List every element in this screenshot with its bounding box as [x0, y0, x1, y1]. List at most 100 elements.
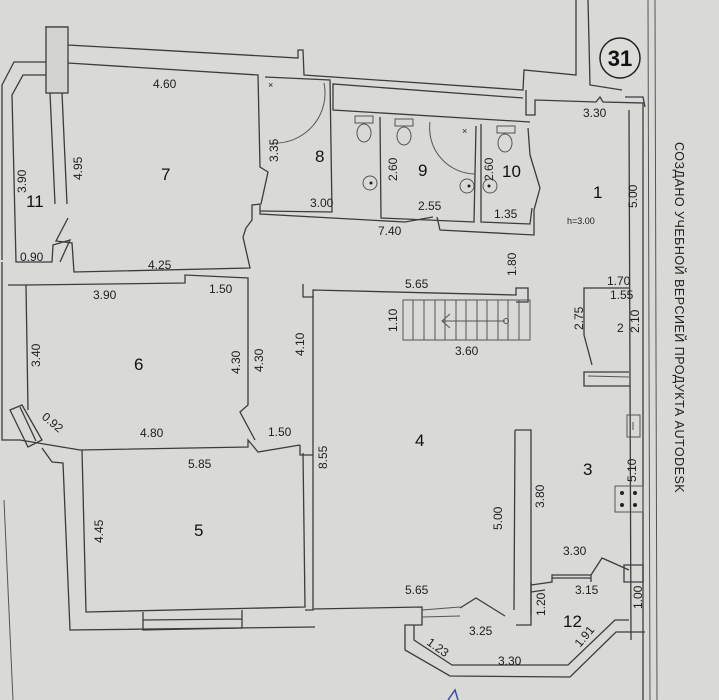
dim-r10-left: 2.60 [482, 157, 496, 181]
sink-icon [459, 178, 475, 194]
washing-machine-icon [626, 414, 641, 438]
dim-r11-bottom: 0.90 [20, 250, 44, 264]
door-leaf [530, 557, 630, 615]
dim-r2-top-outer: 1.70 [607, 274, 631, 288]
stove-icon [614, 485, 644, 513]
dim-r2-top-inner: 1.55 [610, 288, 634, 302]
room-label-12: 12 [563, 612, 582, 631]
dim-r6-right-outer: 4.30 [252, 348, 266, 372]
exterior-wall-right [525, 90, 644, 700]
apartment-number-badge: 31 [599, 37, 641, 79]
toilet-icon [496, 125, 516, 153]
dim-stair-width: 1.10 [386, 308, 400, 332]
dim-r4-left: 8.55 [316, 445, 330, 469]
window [530, 574, 592, 586]
dim-r3-left: 3.80 [533, 484, 547, 508]
window [421, 606, 461, 618]
apartment-number: 31 [608, 46, 632, 71]
dim-r3-bottom: 3.30 [563, 544, 587, 558]
dim-r7-top: 4.60 [153, 77, 177, 91]
frame-line [3, 499, 14, 700]
column-wall [45, 26, 69, 94]
wall-segment [625, 96, 646, 108]
dim-r1-left: 1.80 [505, 252, 519, 276]
door-swing [271, 82, 326, 144]
room-label-5: 5 [194, 521, 203, 540]
door-leaf [583, 334, 593, 366]
wall-segment [530, 589, 546, 593]
toilet-icon [394, 118, 414, 146]
dim-r6-top: 3.90 [93, 288, 117, 302]
room-7-outline [54, 62, 269, 273]
room-label-6: 6 [134, 355, 143, 374]
window [142, 610, 243, 631]
inner-wall-right [628, 109, 632, 641]
dim-r8-bottom: 3.00 [310, 196, 334, 210]
room-label-7: 7 [161, 165, 170, 184]
room-2-outline [583, 287, 630, 387]
balcony-inner [413, 619, 629, 666]
dim-r2-right: 2.10 [628, 309, 642, 333]
dim-r9-bottom: 2.55 [418, 199, 442, 213]
dim-r12-bottom: 3.30 [498, 654, 522, 668]
dim-r10-bottom: 1.35 [494, 207, 518, 221]
watermark-text: СОЗДАНО УЧЕБНОЙ ВЕРСИЕЙ ПРОДУКТА AUTODES… [672, 142, 687, 493]
sink-icon [482, 178, 498, 194]
dim-r5-left: 4.45 [92, 519, 106, 543]
partition-wall [513, 429, 532, 626]
dim-r12-top: 3.15 [575, 583, 599, 597]
dim-r12-left: 1.20 [534, 592, 548, 616]
dim-corridor: 7.40 [378, 224, 402, 238]
room-label-2: 2 [617, 321, 624, 335]
staircase [302, 284, 531, 341]
dim-r11-left: 3.90 [15, 169, 29, 193]
frame-line [654, 0, 658, 700]
frame-line [647, 0, 651, 700]
dim-r4-left-top: 4.10 [293, 332, 307, 356]
dim-r3-right: 5.10 [625, 458, 639, 482]
room-4-left-wall [299, 296, 314, 611]
wall-segment [49, 92, 68, 205]
room-label-1: 1 [593, 183, 602, 202]
room-label-3: 3 [583, 460, 592, 479]
room-6-outline [1, 262, 301, 453]
ceiling-height: h=3.00 [567, 216, 595, 226]
room-label-9: 9 [418, 161, 427, 180]
dim-r9-left: 2.60 [386, 157, 400, 181]
dim-r12-right: 1.00 [631, 585, 645, 609]
room-label-10: 10 [502, 162, 521, 181]
column-wall [623, 564, 644, 583]
dim-r1-top: 3.30 [583, 106, 607, 120]
room-label-4: 4 [415, 431, 424, 450]
door-leaf [459, 597, 506, 617]
door-leaf [529, 154, 541, 189]
dim-r5-top: 5.85 [188, 457, 212, 471]
toilet-icon [354, 115, 374, 143]
dim-r12-door: 3.25 [469, 624, 493, 638]
dim-r1-right: 5.00 [626, 184, 640, 208]
room-label-11: 11 [26, 192, 44, 211]
wall-segment [587, 375, 630, 378]
room-label-8: 8 [315, 147, 324, 166]
mark-x: × [462, 126, 467, 136]
mark-x: × [268, 80, 273, 90]
dim-r4-bottom: 5.65 [405, 583, 429, 597]
room-8-outline [259, 76, 333, 213]
exterior-wall-bottom-left [41, 447, 316, 631]
sink-icon [362, 175, 378, 191]
bay-window [9, 404, 43, 448]
pen-mark [447, 688, 459, 700]
dim-r7-bottom: 4.25 [148, 258, 172, 272]
room-10-outline [480, 124, 533, 225]
dim-r8-left: 3.35 [267, 138, 281, 162]
dim-r7-left: 4.95 [71, 156, 85, 180]
dim-r6-bottom: 4.80 [140, 426, 164, 440]
dim-r6-top-right: 1.50 [209, 282, 233, 296]
dim-r6-left: 3.40 [29, 343, 43, 367]
dim-r2-left: 2.75 [572, 306, 586, 330]
wall-segment [8, 284, 29, 411]
corridor-wall [259, 187, 541, 236]
dim-r6-right-inner: 4.30 [229, 350, 243, 374]
room-11-outline [1, 61, 72, 263]
